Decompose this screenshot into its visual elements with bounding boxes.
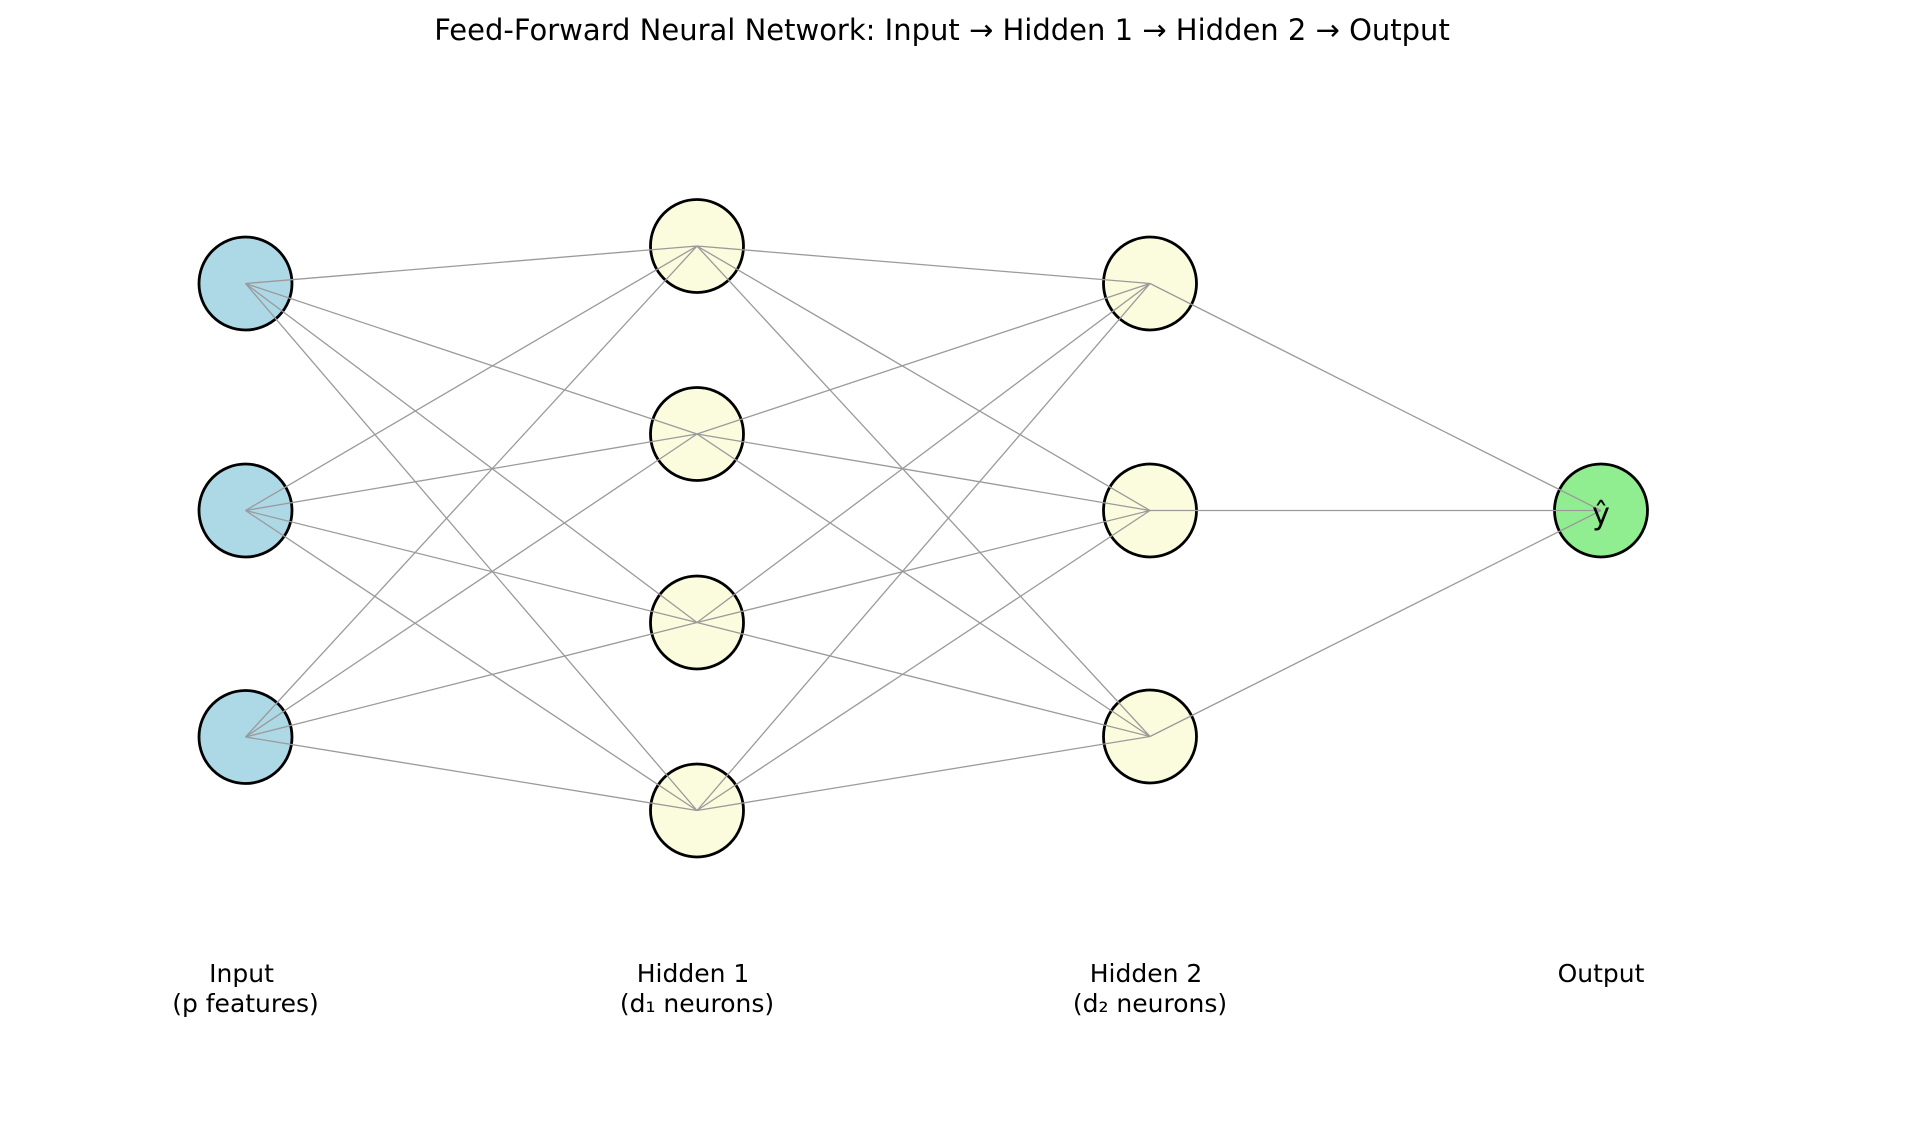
edge-input3-to-hidden12 [245, 433, 698, 738]
nodes-layer [197, 198, 1649, 859]
layer-label-hidden2: Hidden 2 (d₂ neurons) [1073, 959, 1227, 1018]
edge-hidden11-to-hidden21 [696, 245, 1151, 285]
edge-hidden11-to-hidden23 [696, 245, 1151, 737]
layer-label-input: Input (p features) [172, 959, 319, 1018]
layer-label-hidden2-line2: (d₂ neurons) [1073, 989, 1227, 1018]
text-layer: Feed-Forward Neural Network: Input → Hid… [172, 13, 1644, 1018]
edge-hidden21-to-output1 [1149, 282, 1602, 512]
edge-input2-to-hidden14 [245, 509, 698, 812]
edge-input1-to-hidden11 [245, 245, 698, 285]
edge-input2-to-hidden13 [245, 509, 698, 624]
edge-input1-to-hidden13 [245, 282, 698, 624]
edge-hidden13-to-hidden23 [696, 621, 1151, 738]
edge-input3-to-hidden13 [245, 621, 698, 738]
layer-label-hidden1: Hidden 1 (d₁ neurons) [620, 959, 774, 1018]
edge-hidden23-to-output1 [1149, 509, 1602, 738]
edge-input1-to-hidden14 [245, 283, 698, 811]
edge-hidden14-to-hidden22 [696, 509, 1151, 812]
edge-input1-to-hidden12 [245, 282, 698, 435]
edge-hidden11-to-hidden22 [696, 245, 1151, 512]
edge-hidden12-to-hidden23 [696, 433, 1151, 738]
edge-hidden14-to-hidden23 [696, 735, 1151, 812]
edge-hidden14-to-hidden21 [696, 283, 1151, 811]
layer-label-hidden1-line2: (d₁ neurons) [620, 989, 774, 1018]
layer-label-output-line1: Output [1558, 959, 1645, 988]
layer-label-hidden2-line1: Hidden 2 [1090, 959, 1203, 988]
edge-hidden13-to-hidden22 [696, 509, 1151, 624]
output-node-symbol: ŷ [1592, 497, 1610, 532]
diagram-title: Feed-Forward Neural Network: Input → Hid… [434, 13, 1450, 47]
edge-hidden13-to-hidden21 [696, 282, 1151, 624]
edge-input3-to-hidden11 [245, 245, 698, 738]
edge-input2-to-hidden11 [245, 245, 698, 512]
edges-layer [245, 245, 1602, 812]
layer-label-hidden1-line1: Hidden 1 [637, 959, 750, 988]
edge-hidden12-to-hidden22 [696, 433, 1151, 512]
layer-label-output: Output [1558, 959, 1645, 988]
layer-label-input-line2: (p features) [172, 989, 319, 1018]
edge-input2-to-hidden12 [245, 433, 698, 512]
edge-hidden12-to-hidden21 [696, 282, 1151, 435]
layer-label-input-line1: Input [209, 959, 274, 988]
edge-input3-to-hidden14 [245, 736, 698, 812]
